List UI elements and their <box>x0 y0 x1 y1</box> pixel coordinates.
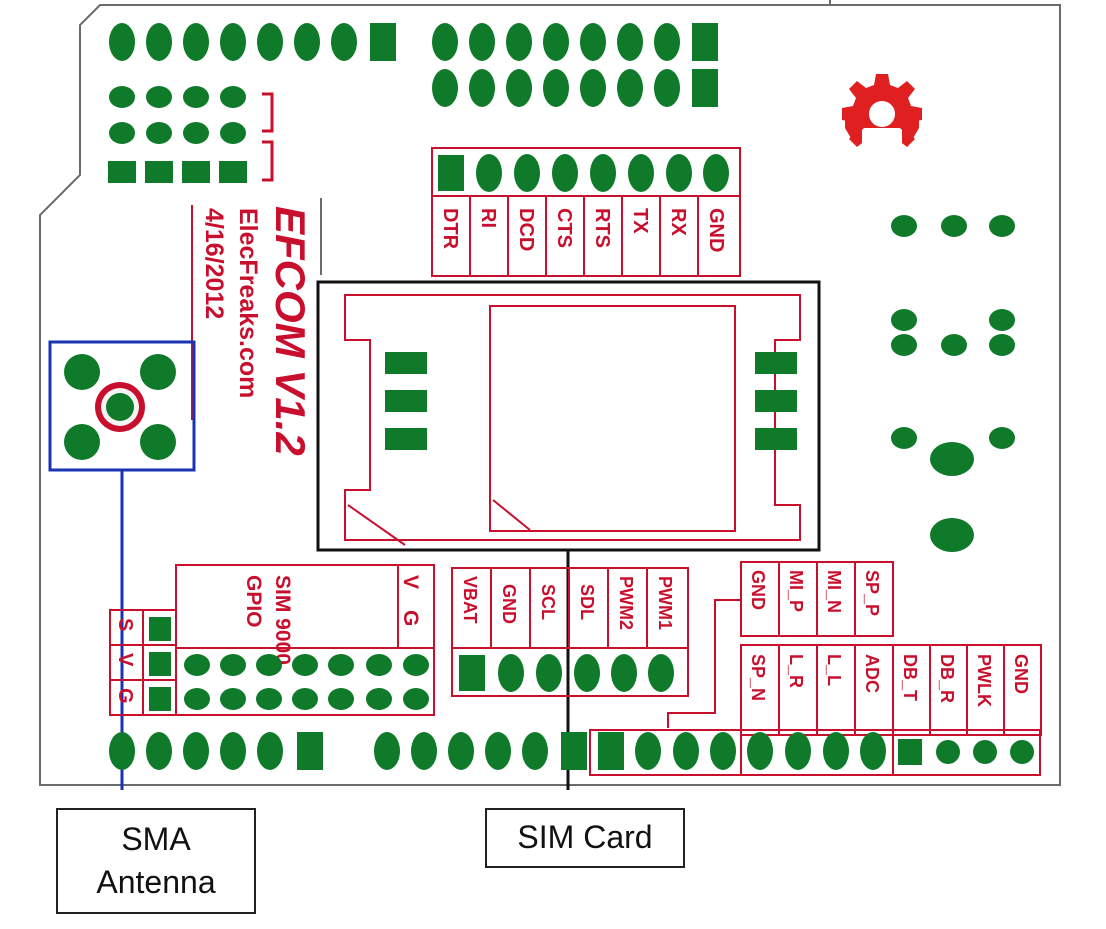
board-logo-text: EFCOM V1.2 <box>267 206 314 456</box>
vg-pin-label: V <box>399 575 422 589</box>
power-pin-label: SCL <box>538 584 558 620</box>
debug-pin-label: GND <box>1011 654 1031 694</box>
sim-callout-label: SIM Card <box>517 819 653 856</box>
power-pin-label: VBAT <box>460 576 480 624</box>
board-date: 4/16/2012 <box>200 208 228 319</box>
sma-callout-line1: SMA <box>121 820 191 857</box>
uart-header: DTR RI DCD CTS RTS TX RX GND <box>431 147 741 277</box>
sim-card-callout: SIM Card <box>485 808 685 868</box>
uart-pin-label: RTS <box>591 208 613 248</box>
uart-pin-label: RI <box>477 208 499 228</box>
mic-pin-label: MI_P <box>786 570 806 612</box>
power-pin-label: PWM2 <box>616 576 636 630</box>
power-pin-label: GND <box>499 584 519 624</box>
audio-pin-label: SP_N <box>748 654 768 701</box>
power-pin-label: SDL <box>577 584 597 620</box>
uart-pin-label: DCD <box>515 208 537 251</box>
uart-pin-label: GND <box>705 208 727 252</box>
debug-pin-label: DB_R <box>937 654 957 703</box>
audio-pin-label: L_R <box>786 654 806 688</box>
sma-antenna-callout: SMA Antenna <box>56 808 256 914</box>
svg-header: S V G <box>109 609 177 716</box>
mic-pin-label: SP_P <box>862 570 882 616</box>
mic-pin-label: GND <box>748 570 768 610</box>
gpio-label: GPIO <box>242 575 265 628</box>
svg-pin-label: S <box>114 618 136 631</box>
audio-pin-label: ADC <box>862 654 882 693</box>
uart-pin-label: TX <box>629 208 651 234</box>
uart-pin-label: DTR <box>439 208 461 250</box>
header-top-right-rows <box>432 23 718 107</box>
power-header: VBAT GND SCL SDL PWM2 PWM1 <box>451 567 689 697</box>
uart-pin-label: RX <box>667 208 689 236</box>
debug-pin-label: PWLK <box>974 654 994 707</box>
debug-header: DB_T DB_R PWLK GND <box>892 644 1042 736</box>
sma-callout-line2: Antenna <box>96 864 216 900</box>
header-bottom <box>109 729 1041 776</box>
audio-header: SP_N L_R L_L ADC <box>740 644 894 736</box>
modem-label: SIM 9000 <box>271 575 294 665</box>
gpio-block: SIM 9000 GPIO V G <box>175 564 435 716</box>
power-pin-label: PWM1 <box>655 576 675 630</box>
debug-pin-label: DB_T <box>900 654 920 701</box>
sma-footprint <box>48 340 196 790</box>
mic-header: GND MI_P MI_N SP_P <box>667 561 894 728</box>
mic-pin-label: MI_N <box>824 570 844 613</box>
board-outline <box>39 4 1061 786</box>
jumper-block <box>108 86 274 183</box>
svg-pin-label: V <box>114 653 136 667</box>
header-top-left-row1 <box>109 23 396 61</box>
sim-card-holder <box>316 280 821 790</box>
audio-pin-label: L_L <box>824 654 844 686</box>
board-brand: ElecFreaks.com <box>234 208 262 398</box>
right-side-pads <box>891 215 1015 552</box>
uart-pin-label: CTS <box>553 208 575 248</box>
svg-pin-label: G <box>114 688 136 704</box>
vg-pin-label: G <box>399 610 422 626</box>
